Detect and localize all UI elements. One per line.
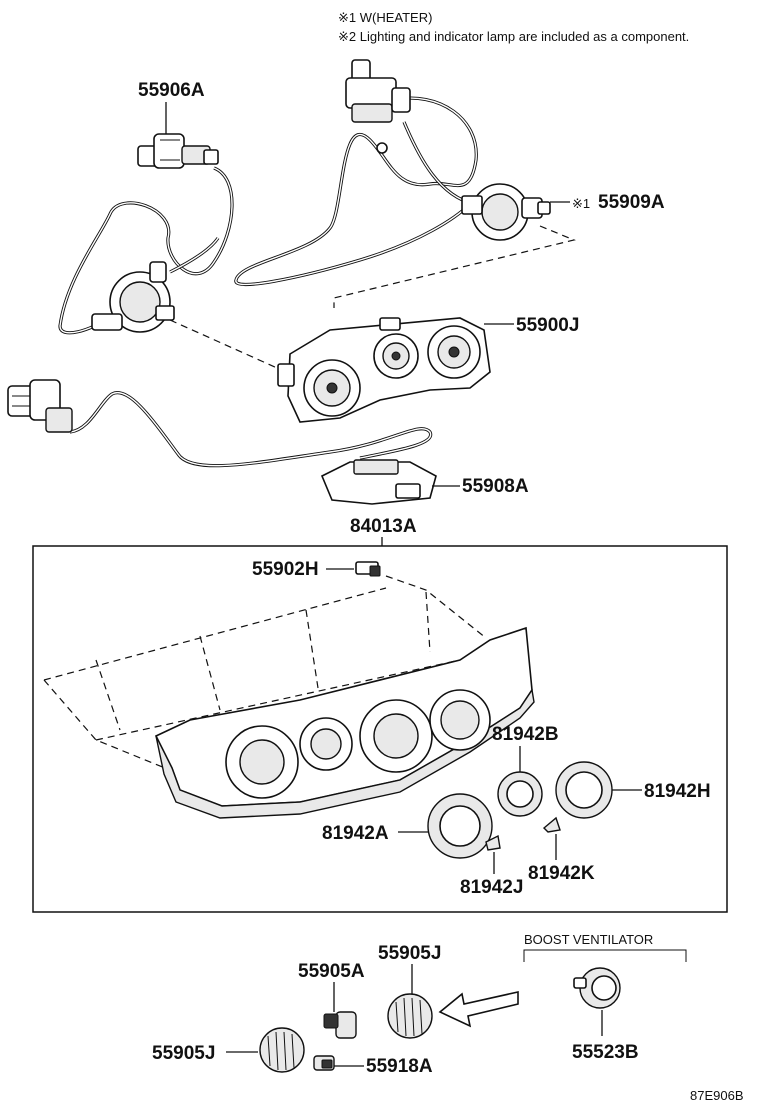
label-55906A: 55906A: [138, 80, 205, 101]
clip-55918A: [313, 1055, 335, 1071]
assembly-box-84013A: [32, 545, 728, 913]
label-81942A: 81942A: [322, 823, 389, 844]
clip-55902H: [355, 561, 381, 577]
label-81942H: 81942H: [644, 781, 711, 802]
socket-55909A: [461, 183, 551, 241]
label-55523B: 55523B: [572, 1042, 639, 1063]
connector-top-55909A: [345, 59, 411, 154]
bracket-55908A: [320, 459, 437, 505]
ring-81942A: [427, 793, 493, 859]
ring-81942B: [497, 771, 543, 817]
label-55918A: 55918A: [366, 1056, 433, 1077]
harness-55906A: [58, 133, 234, 335]
knob-55523B: [573, 967, 621, 1009]
note-lighting: ※2 Lighting and indicator lamp are inclu…: [338, 29, 689, 44]
ring-81942H: [555, 761, 613, 819]
label-boost-ventilator: BOOST VENTILATOR: [524, 932, 653, 947]
label-55909A: 55909A: [598, 192, 665, 213]
label-84013A: 84013A: [350, 516, 417, 537]
harness-lower: [7, 379, 433, 468]
label-55908A: 55908A: [462, 476, 529, 497]
label-55902H: 55902H: [252, 559, 319, 580]
label-81942B: 81942B: [492, 724, 559, 745]
connector-lower-left: [7, 379, 73, 433]
label-81942K: 81942K: [528, 863, 595, 884]
socket-55906A: [91, 261, 175, 333]
label-55905J-bottom: 55905J: [152, 1043, 215, 1064]
label-55905A: 55905A: [298, 961, 365, 982]
direction-arrow: [438, 991, 519, 1028]
control-assembly-55900J: [277, 317, 491, 423]
label-55905J-top: 55905J: [378, 943, 441, 964]
lens-81942J: [485, 834, 501, 851]
lens-81942K: [542, 816, 561, 833]
connector-top-55906A: [137, 133, 219, 169]
mark-55909A: ※1: [572, 196, 590, 211]
knob-55905J-bottom: [259, 1027, 305, 1073]
label-55900J: 55900J: [516, 315, 579, 336]
label-81942J: 81942J: [460, 877, 523, 898]
bezel-panel: [154, 626, 535, 819]
knob-55905A: [323, 1011, 357, 1039]
diagram-code: 87E906B: [690, 1088, 744, 1103]
note-heater: ※1 W(HEATER): [338, 10, 432, 25]
knob-55905J-top: [387, 993, 433, 1039]
harness-55909A: [234, 59, 551, 287]
